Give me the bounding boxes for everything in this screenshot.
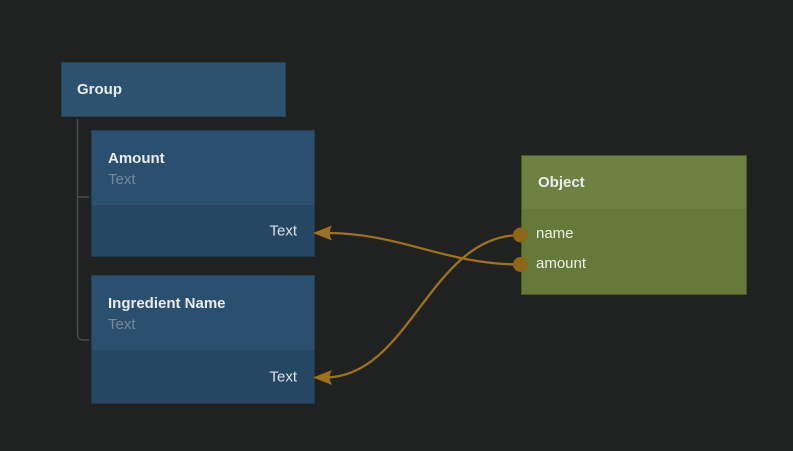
tree-line-vertical (76, 119, 89, 341)
group-title: Group (77, 81, 122, 98)
node-subtitle: Text (108, 316, 136, 333)
input-port-label-name: name (536, 225, 574, 242)
output-port-label: Text (269, 368, 297, 385)
node-ingredient-header[interactable]: Ingredient Name Text (91, 275, 315, 350)
port-dot-name[interactable] (513, 227, 528, 243)
node-title: Ingredient Name (108, 295, 226, 312)
output-port-label: Text (269, 222, 297, 239)
node-subtitle: Text (108, 171, 136, 188)
node-title: Object (538, 174, 585, 191)
port-dot-amount[interactable] (513, 257, 528, 272)
node-object-header[interactable]: Object (521, 155, 747, 209)
node-amount[interactable]: Amount Text Text (91, 130, 315, 257)
node-title: Amount (108, 150, 165, 167)
node-amount-body[interactable]: Text (91, 205, 315, 257)
node-object[interactable]: Object name amount (521, 155, 747, 295)
node-ingredient-name[interactable]: Ingredient Name Text Text (91, 275, 315, 404)
group-node[interactable]: Group (61, 62, 286, 117)
node-ingredient-body[interactable]: Text (91, 350, 315, 404)
input-port-label-amount: amount (536, 255, 587, 272)
node-amount-header[interactable]: Amount Text (91, 130, 315, 205)
node-object-body[interactable]: name amount (521, 209, 747, 295)
